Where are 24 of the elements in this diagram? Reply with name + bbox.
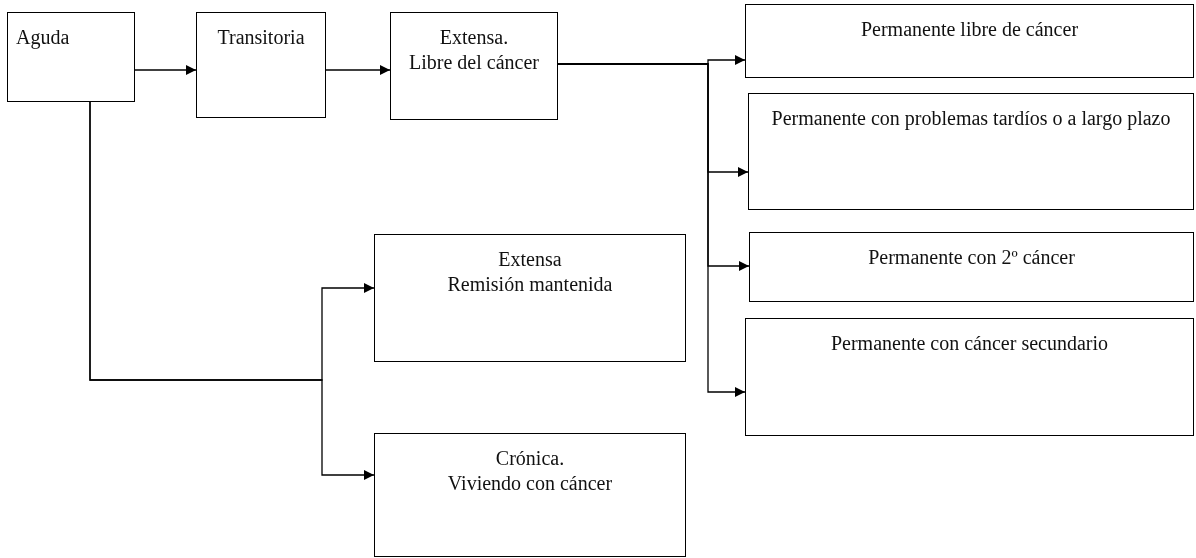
process-box <box>374 234 686 362</box>
process-box <box>745 318 1194 436</box>
process-box <box>196 12 326 118</box>
arrow <box>89 101 375 480</box>
box-text: Permanente libre de cáncer <box>859 17 1080 42</box>
process-box <box>374 433 686 557</box>
process-box <box>749 232 1194 302</box>
arrow <box>134 65 197 75</box>
box-heading: Crónica. <box>494 446 566 471</box>
box-heading: Extensa. <box>438 25 510 50</box>
box-text: Permanente con problemas tardíos o a largo plazo <box>770 106 1172 131</box>
box-text: Permanente con cáncer secundario <box>829 331 1110 356</box>
box-text: Remisión mantenida <box>446 272 614 297</box>
process-box <box>745 4 1194 78</box>
arrow <box>325 65 391 75</box>
box-text: Permanente con 2º cáncer <box>867 245 1076 270</box>
box-text: Aguda <box>16 25 71 50</box>
box-text: Viviendo con cáncer <box>446 471 614 496</box>
process-box <box>7 12 135 102</box>
box-heading: Extensa <box>497 247 563 272</box>
box-text: Libre del cáncer <box>408 50 540 75</box>
process-box <box>390 12 558 120</box>
box-text: Transitoria <box>216 25 306 50</box>
process-box <box>748 93 1194 210</box>
